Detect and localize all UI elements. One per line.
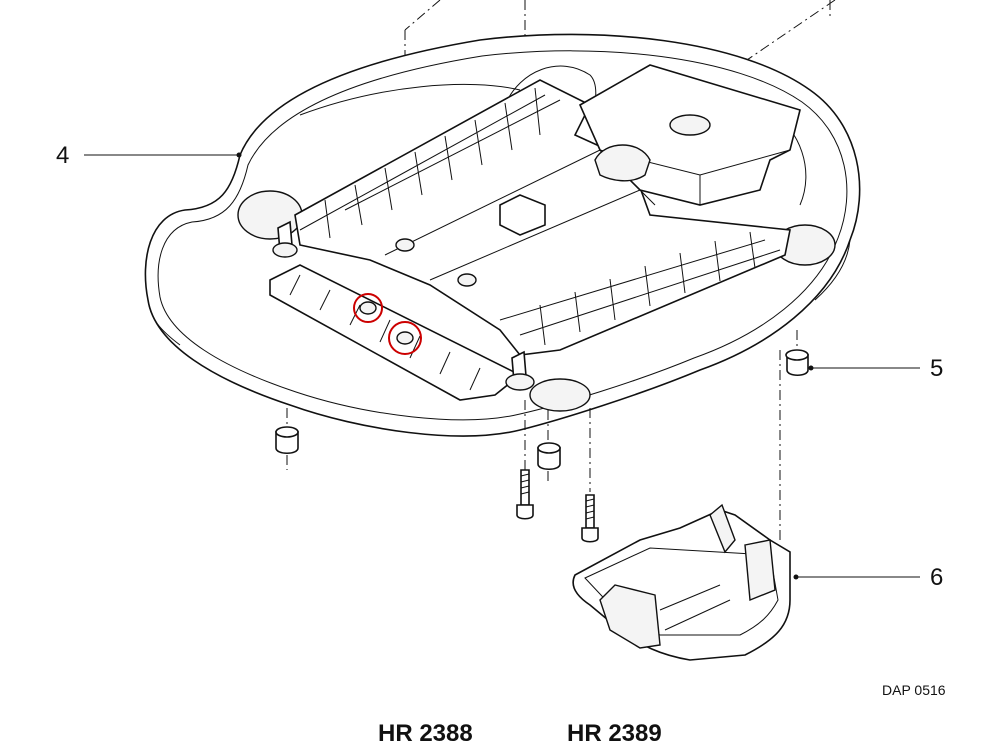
ribbed-frame — [294, 79, 791, 356]
highlighted-screw-holes — [353, 293, 422, 355]
motor-housing — [578, 64, 801, 206]
highlight-circle-left — [353, 293, 383, 323]
screws — [516, 400, 599, 543]
model-name-1: HR 2388 — [378, 720, 473, 747]
bottom-cover-part-6 — [572, 350, 791, 661]
rubber-feet-part-5 — [275, 330, 809, 485]
callout-6: 6 — [930, 564, 944, 591]
leader-lines — [84, 152, 920, 580]
reference-code: DAP 0516 — [882, 682, 946, 698]
model-name-2: HR 2389 — [567, 720, 662, 747]
callout-5: 5 — [930, 355, 944, 382]
callout-4: 4 — [56, 142, 70, 169]
front-strip — [269, 264, 522, 401]
corner-clips — [272, 220, 535, 391]
highlight-circle-right — [388, 321, 422, 355]
